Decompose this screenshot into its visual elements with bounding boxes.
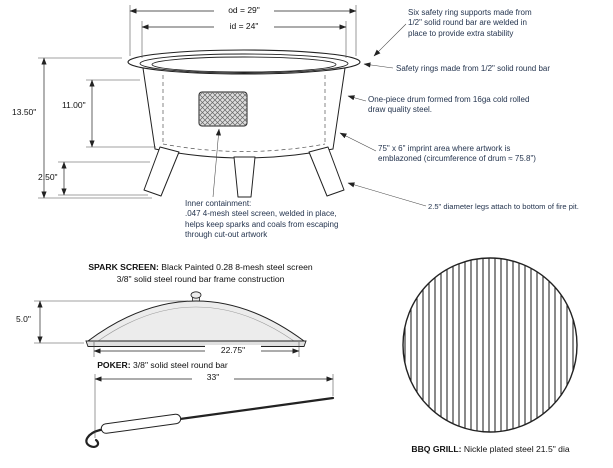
bbq-grill-drawing (402, 257, 578, 433)
fire-pit-drawing (127, 49, 361, 198)
leader-legs (347, 182, 427, 207)
right-leg (308, 146, 345, 197)
rim (127, 49, 361, 75)
callout-inner-containment: Inner containment: .047 4-mesh steel scr… (185, 199, 339, 240)
spark-screen-drawing (85, 291, 307, 347)
poker-hook (85, 428, 102, 448)
dome (86, 300, 306, 342)
dim-leg-height: 2.50" (38, 172, 58, 182)
bbq-grill-label: BBQ GRILL: (411, 444, 462, 454)
spark-screen-desc2: 3/8" solid steel round bar frame constru… (116, 273, 285, 284)
bbq-grill-desc: Nickle plated steel 21.5" dia (461, 444, 570, 454)
poker-title: POKER: 3/8" solid steel round bar (55, 360, 270, 372)
poker-drawing (85, 396, 335, 448)
dim-screen-height: 5.0" (16, 314, 31, 324)
dim-drum-height: 11.00" (62, 100, 86, 110)
dim-outer-diameter: od = 29" (214, 5, 274, 16)
spark-screen-label: SPARK SCREEN: (88, 262, 159, 272)
callout-legs: 2.5" diameter legs attach to bottom of f… (428, 202, 579, 211)
knob (190, 291, 202, 299)
dome-base-band (85, 340, 307, 347)
callout-safety-rings: Safety rings made from 1/2" solid round … (396, 64, 551, 73)
mesh-screen-cutout (198, 91, 248, 127)
callout-drum: One-piece drum formed from 16ga cold rol… (368, 95, 530, 115)
grill-rim (402, 257, 578, 433)
center-leg (233, 156, 256, 198)
bbq-grill-title: BBQ GRILL: Nickle plated steel 21.5" dia (398, 444, 583, 456)
leader-drum (347, 95, 367, 102)
dim-total-height: 13.50" (12, 107, 37, 117)
poker-handle (100, 413, 182, 434)
hidden-lines (162, 75, 326, 152)
dim-inner-diameter: id = 24" (214, 21, 274, 32)
callout-imprint: 75" x 6" imprint area where artwork is e… (378, 144, 536, 164)
extension-lines (34, 5, 357, 438)
leader-safety-rings (363, 62, 394, 69)
dome-inner-line (97, 306, 295, 342)
leader-ring-supports (373, 23, 407, 57)
dim-poker-length: 33" (192, 372, 234, 383)
leader-imprint (339, 132, 377, 152)
leader-containment (212, 128, 222, 198)
dim-screen-width: 22.75" (205, 345, 261, 356)
left-leg (143, 146, 180, 197)
poker-label: POKER: (97, 360, 131, 370)
spark-screen-title: SPARK SCREEN: Black Painted 0.28 8-mesh … (58, 262, 343, 285)
poker-desc: 3/8" solid steel round bar (130, 360, 228, 370)
legs (143, 146, 345, 198)
callout-ring-supports: Six safety ring supports made from 1/2" … (408, 8, 532, 38)
grill-bars (403, 258, 577, 432)
spark-screen-desc1: Black Painted 0.28 8-mesh steel screen (158, 262, 313, 272)
leader-lines (212, 23, 427, 207)
